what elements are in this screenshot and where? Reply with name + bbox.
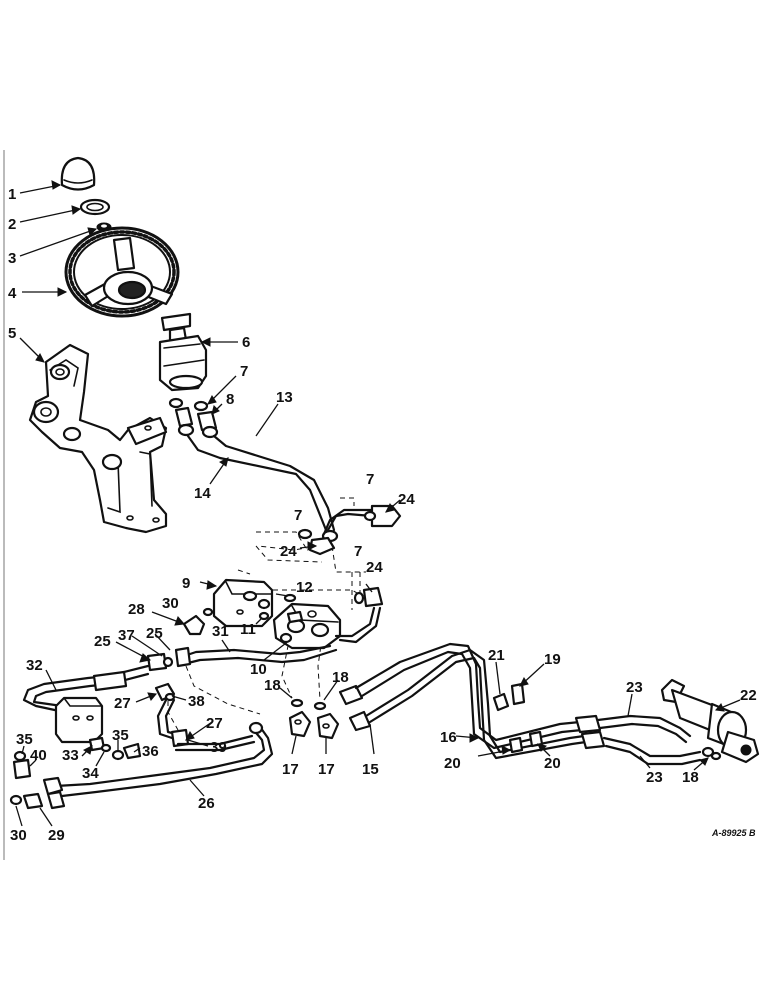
callout-1: 1 bbox=[8, 186, 16, 203]
callout-26: 26 bbox=[198, 795, 215, 812]
callout-18a: 18 bbox=[264, 677, 281, 694]
fitting-24-middle bbox=[297, 510, 377, 556]
callout-33: 33 bbox=[62, 747, 79, 764]
callout-28: 28 bbox=[128, 601, 145, 618]
drawing-reference: A-89925 B bbox=[711, 828, 756, 838]
callout-23b: 23 bbox=[646, 769, 663, 786]
callout-21: 21 bbox=[488, 647, 505, 664]
callout-14: 14 bbox=[194, 485, 211, 502]
callout-7b: 7 bbox=[366, 471, 374, 488]
callout-37: 37 bbox=[118, 627, 135, 644]
callout-17a: 17 bbox=[282, 761, 299, 778]
callout-18c: 18 bbox=[682, 769, 699, 786]
callout-25b: 25 bbox=[146, 625, 163, 642]
valve-fittings bbox=[168, 397, 219, 439]
manifold-block bbox=[54, 696, 104, 744]
callout-30b: 30 bbox=[10, 827, 27, 844]
callout-16: 16 bbox=[440, 729, 457, 746]
callout-5: 5 bbox=[8, 325, 16, 342]
callout-39: 39 bbox=[210, 739, 227, 756]
fittings-27-38 bbox=[154, 682, 190, 748]
power-steering-cylinder bbox=[660, 678, 760, 764]
hose-26-39 bbox=[42, 721, 274, 810]
callout-9: 9 bbox=[182, 575, 190, 592]
callout-23a: 23 bbox=[626, 679, 643, 696]
callout-36: 36 bbox=[142, 743, 159, 760]
callout-25a: 25 bbox=[94, 633, 111, 650]
callout-20a: 20 bbox=[444, 755, 461, 772]
callout-13: 13 bbox=[276, 389, 293, 406]
retaining-ring bbox=[79, 198, 111, 216]
fitting-24-lower bbox=[353, 586, 384, 608]
tube-31 bbox=[146, 644, 338, 672]
callout-29: 29 bbox=[48, 827, 65, 844]
callout-4: 4 bbox=[8, 285, 17, 302]
callout-6: 6 bbox=[242, 334, 250, 351]
callout-7d: 7 bbox=[354, 543, 362, 560]
clamps-19-20-21 bbox=[492, 682, 544, 754]
callout-27b: 27 bbox=[206, 715, 223, 732]
callout-40: 40 bbox=[30, 747, 47, 764]
callout-20b: 20 bbox=[544, 755, 561, 772]
callout-15: 15 bbox=[362, 761, 379, 778]
callout-7a: 7 bbox=[240, 363, 248, 380]
callout-18b: 18 bbox=[332, 669, 349, 686]
callout-38: 38 bbox=[188, 693, 205, 710]
steering-control-valve bbox=[158, 312, 208, 392]
callout-31: 31 bbox=[212, 623, 229, 640]
horn-cap bbox=[60, 156, 96, 191]
hoses-15-16 bbox=[338, 642, 606, 760]
hoses-23 bbox=[596, 714, 702, 766]
steering-wheel bbox=[64, 226, 180, 318]
valve-block-9 bbox=[212, 578, 274, 628]
callout-35b: 35 bbox=[112, 727, 129, 744]
tube-to-fitting-24 bbox=[322, 504, 402, 536]
callout-labels: 1 2 3 4 5 6 7 8 13 14 7 24 7 24 7 24 9 1… bbox=[8, 186, 757, 844]
callout-11: 11 bbox=[240, 621, 256, 638]
callout-24a: 24 bbox=[398, 491, 415, 508]
elbow-28 bbox=[182, 607, 214, 636]
callout-32: 32 bbox=[26, 657, 43, 674]
callout-2: 2 bbox=[8, 216, 16, 233]
callout-3: 3 bbox=[8, 250, 16, 267]
callout-27a: 27 bbox=[114, 695, 131, 712]
callout-24b: 24 bbox=[280, 543, 297, 560]
valve-block-10 bbox=[272, 602, 342, 650]
support-bracket bbox=[28, 343, 168, 534]
callout-19: 19 bbox=[544, 651, 561, 668]
callout-8: 8 bbox=[226, 391, 234, 408]
callout-30a: 30 bbox=[162, 595, 179, 612]
callout-7c: 7 bbox=[294, 507, 302, 524]
small-fittings-33-36 bbox=[88, 736, 142, 761]
fittings-35-40-30-29 bbox=[9, 750, 44, 810]
valve-to-24-tube bbox=[334, 606, 382, 644]
callout-12: 12 bbox=[296, 579, 313, 596]
callout-35a: 35 bbox=[16, 731, 33, 748]
callout-10: 10 bbox=[250, 661, 267, 678]
tube-32 bbox=[22, 664, 150, 714]
elbows-17-18 bbox=[288, 698, 340, 740]
callout-24c: 24 bbox=[366, 559, 383, 576]
leader-lines bbox=[15, 180, 741, 827]
callout-34: 34 bbox=[82, 765, 99, 782]
callout-17b: 17 bbox=[318, 761, 335, 778]
callout-22: 22 bbox=[740, 687, 757, 704]
